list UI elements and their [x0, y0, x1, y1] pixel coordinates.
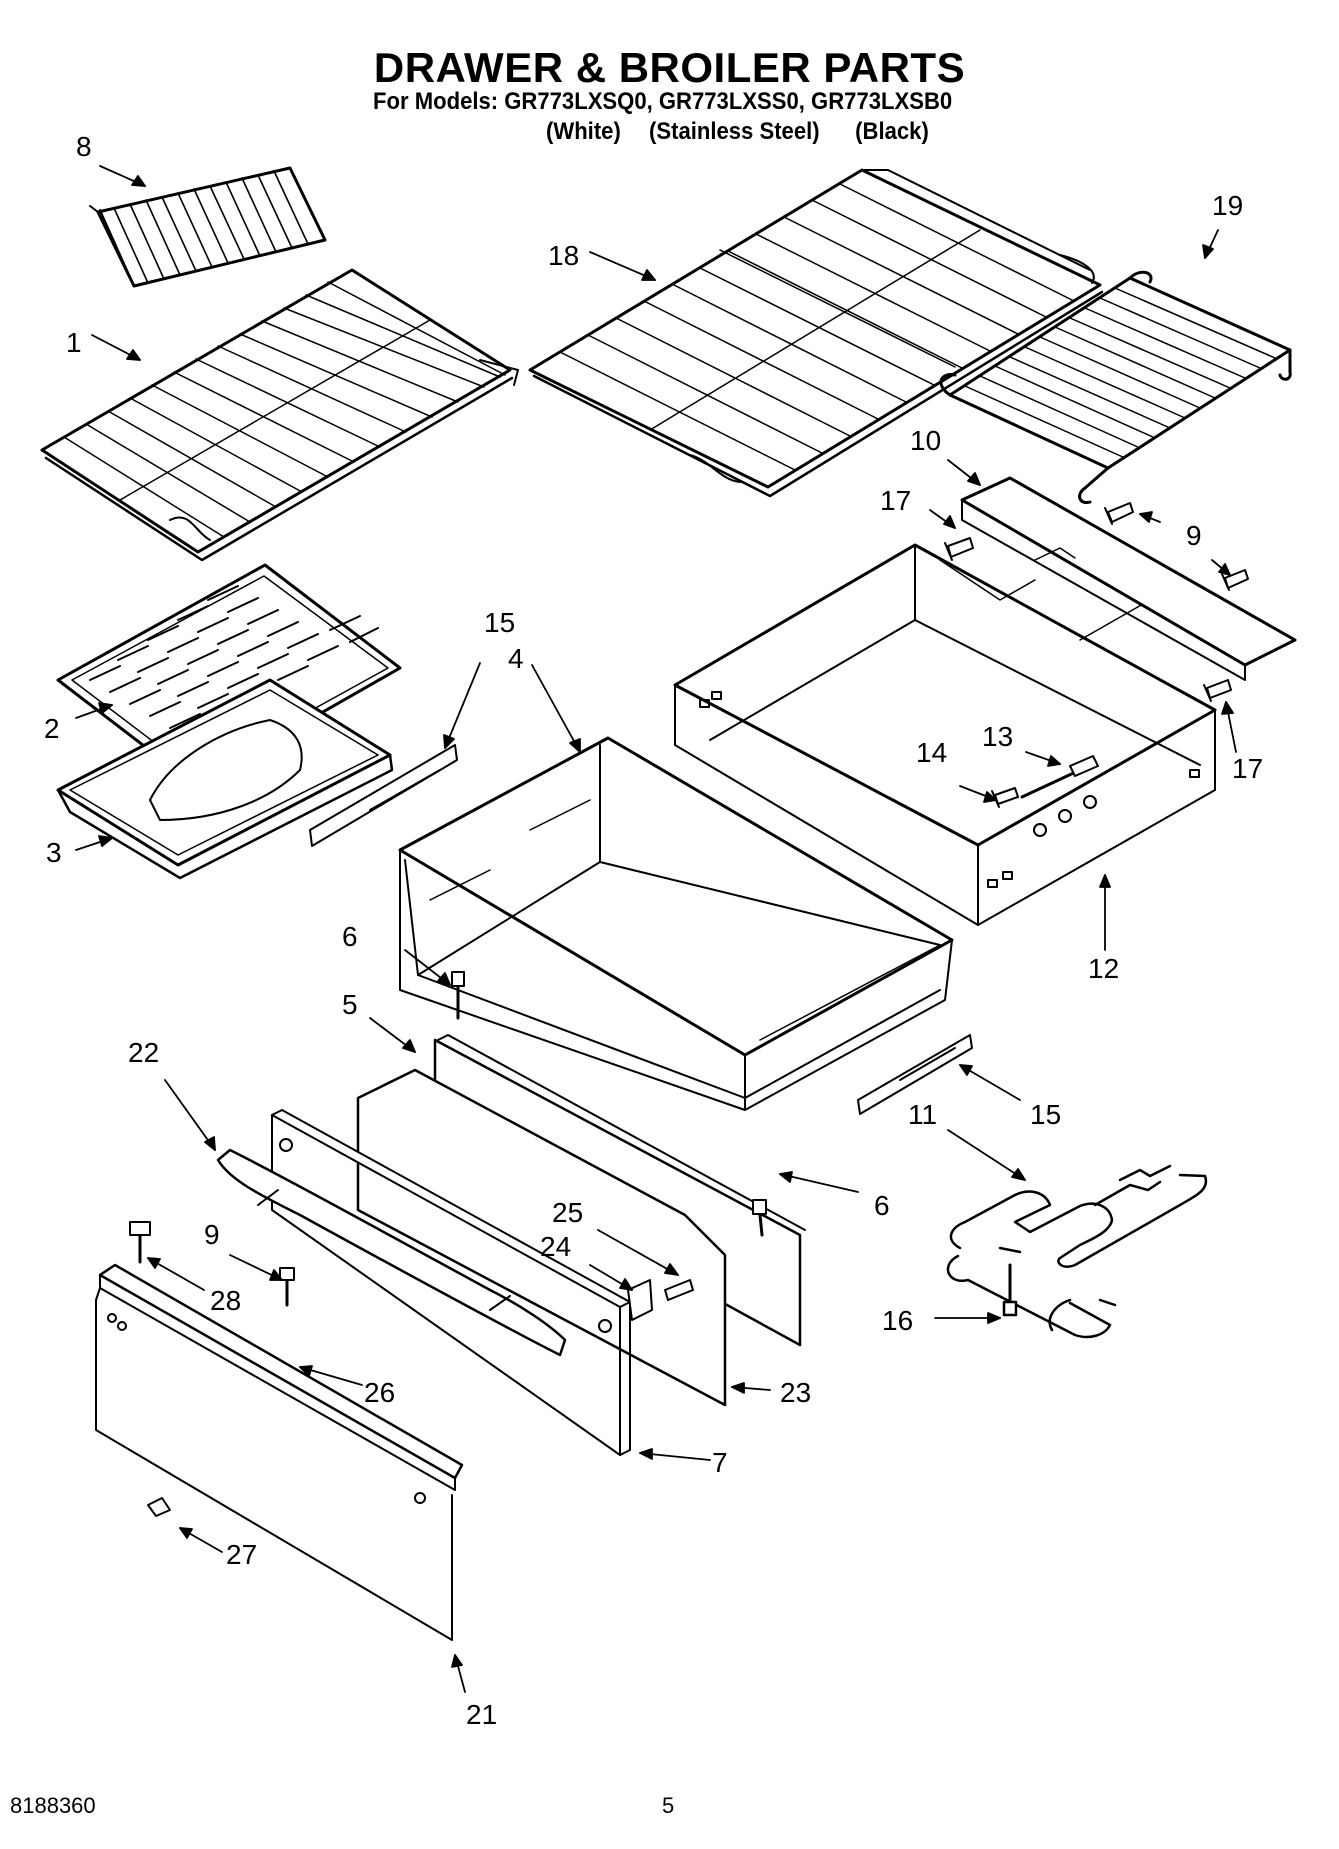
page-title: DRAWER & BROILER PARTS	[373, 44, 966, 91]
variant-stainless: (Stainless Steel)	[649, 118, 820, 145]
callout-19: 19	[1212, 190, 1243, 221]
variant-black: (Black)	[855, 118, 929, 145]
callout-26: 26	[364, 1377, 395, 1408]
callout-1: 1	[66, 327, 82, 358]
callout-labels: 8 1 18 19 10 17 9 2 3 15 4 13 14 17 6 12…	[44, 131, 1263, 1730]
callout-11: 11	[908, 1099, 937, 1130]
hardware-24-25	[129, 971, 767, 1321]
callout-15-lower: 15	[1030, 1099, 1061, 1130]
callout-13: 13	[982, 721, 1013, 752]
callout-12: 12	[1088, 953, 1119, 984]
callout-25: 25	[552, 1197, 583, 1228]
part-1-oven-rack	[40, 268, 519, 562]
callout-17-lower: 17	[1232, 753, 1263, 784]
callout-15-upper: 15	[484, 607, 515, 638]
callout-3: 3	[46, 837, 62, 868]
part-8-small-grid	[89, 166, 327, 288]
screws-upper	[944, 502, 1249, 808]
part-21-door-panel	[95, 1263, 464, 1641]
part-19-side-rack	[939, 270, 1292, 505]
part-23-panel	[356, 1068, 727, 1407]
callout-16: 16	[882, 1305, 913, 1336]
variant-white: (White)	[546, 118, 621, 145]
part-22-handle	[216, 1148, 567, 1357]
callout-21: 21	[466, 1699, 497, 1730]
callout-7: 7	[712, 1447, 728, 1478]
callout-14: 14	[916, 737, 947, 768]
page-number: 5	[662, 1793, 675, 1818]
part-18-large-rack	[528, 168, 1104, 498]
leader-lines	[75, 165, 1237, 1693]
callout-6-upper: 6	[342, 921, 358, 952]
callout-2: 2	[44, 713, 60, 744]
part-15-lower-slide	[857, 1034, 973, 1115]
callout-4: 4	[508, 643, 524, 674]
callout-5: 5	[342, 989, 358, 1020]
callout-28: 28	[210, 1285, 241, 1316]
part-3-broiler-pan	[56, 678, 394, 880]
callout-6-lower: 6	[874, 1190, 890, 1221]
callout-22: 22	[128, 1037, 159, 1068]
part-10-top-panel	[960, 476, 1297, 681]
callout-9-lower: 9	[204, 1219, 220, 1250]
model-variants: (White) (Stainless Steel) (Black)	[546, 118, 929, 146]
models-line: For Models: GR773LXSQ0, GR773LXSS0, GR77…	[373, 88, 953, 115]
callout-24: 24	[540, 1231, 571, 1262]
part-15-upper-slide	[309, 744, 458, 847]
part-4-drawer-box	[398, 736, 954, 1111]
callout-17-upper: 17	[880, 485, 911, 516]
callout-27: 27	[226, 1539, 257, 1570]
callout-10: 10	[910, 425, 941, 456]
part-11-element	[946, 1164, 1208, 1339]
part-2-broiler-grid	[56, 563, 402, 787]
callout-8: 8	[76, 131, 92, 162]
document-number: 8188360	[10, 1793, 96, 1818]
callout-18: 18	[548, 240, 579, 271]
callout-23: 23	[780, 1377, 811, 1408]
callout-9-upper: 9	[1186, 520, 1202, 551]
